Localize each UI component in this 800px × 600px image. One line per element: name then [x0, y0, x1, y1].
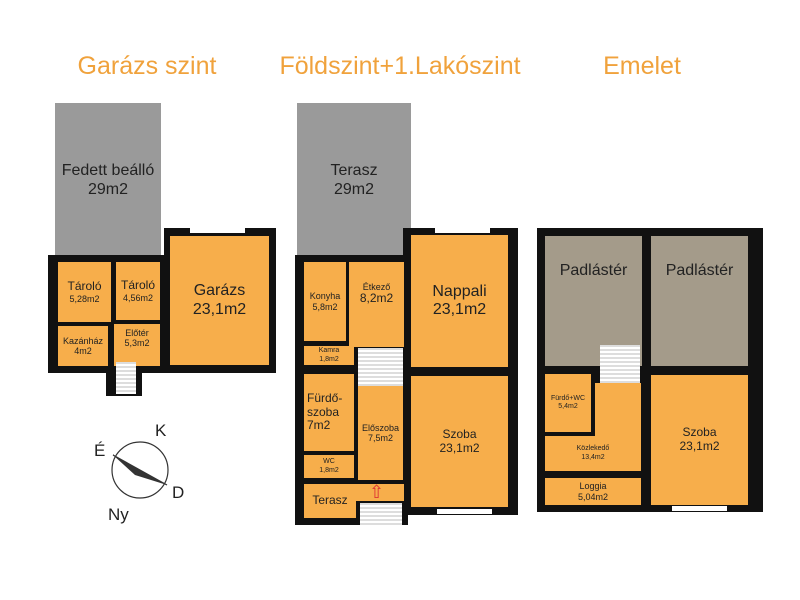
dining: Étkező 8,2m2 — [349, 262, 404, 347]
terrace-top: Terasz 29m2 — [297, 103, 411, 258]
room-area: 4m2 — [74, 346, 92, 356]
room-name: Fürdő- — [307, 390, 343, 405]
window — [435, 228, 490, 233]
room-area: 29m2 — [333, 180, 375, 198]
room-area: 1,8m2 — [319, 355, 339, 363]
room-area: 7m2 — [307, 418, 331, 433]
loggia: Loggia 5,04m2 — [545, 478, 641, 505]
room-name: Terasz — [330, 162, 378, 180]
bathroom-wc: Fürdő+WC 5,4m2 — [545, 374, 591, 432]
room-name: Padlástér — [665, 262, 734, 279]
room-name: Előszoba — [361, 422, 400, 433]
room-name: Loggia — [579, 481, 607, 492]
compass-rose-icon — [111, 441, 169, 499]
corridor: Közlekedő 13,4m2 — [545, 436, 641, 471]
room-area: 7,5m2 — [367, 433, 393, 443]
room-area: 5,28m2 — [69, 293, 100, 304]
storage-room-2: Tároló 4,56m2 — [116, 262, 160, 320]
window — [437, 509, 492, 514]
room-name: WC — [323, 458, 335, 466]
compass-west: É — [94, 441, 106, 460]
title-garage-level: Garázs szint — [77, 52, 217, 80]
room-name: Étkező — [362, 282, 391, 292]
room-name: Előtér — [125, 328, 149, 338]
room-area: 23,1m2 — [439, 440, 480, 455]
hall: Előtér 5,3m2 — [114, 324, 160, 366]
title-ground-level: Földszint+1.Lakószint — [279, 52, 521, 80]
room-name: Nappali — [432, 282, 487, 300]
room-name: szoba — [307, 404, 340, 419]
stairs — [358, 348, 403, 386]
garage: Garázs 23,1m2 — [170, 236, 269, 365]
entrance-arrow-icon: ⇧ — [369, 482, 385, 502]
compass-east: D — [172, 483, 185, 502]
compass-south: Ny — [108, 505, 129, 524]
attic-2: Padlástér — [651, 236, 748, 366]
stairs — [116, 362, 136, 394]
room-area: 29m2 — [87, 180, 129, 198]
room-area: 4,56m2 — [122, 292, 154, 303]
room-name: Fedett beálló — [61, 162, 155, 180]
bedroom: Szoba 23,1m2 — [411, 376, 508, 507]
room-area: 13,4m2 — [581, 453, 605, 461]
room-name: Szoba — [682, 425, 717, 440]
room-name: Padlástér — [559, 262, 628, 279]
terrace-bottom-label: Terasz — [304, 484, 356, 518]
window — [672, 506, 727, 511]
storage-room-1: Tároló 5,28m2 — [58, 262, 111, 322]
room-area: 23,1m2 — [192, 300, 247, 318]
boiler-room: Kazánház 4m2 — [58, 326, 108, 366]
room-name: Szoba — [442, 426, 477, 441]
bathroom: Fürdő- szoba 7m2 — [304, 374, 354, 451]
attic-1: Padlástér — [545, 236, 642, 366]
room-name: Kamra — [318, 347, 340, 355]
room-area: 5,3m2 — [124, 338, 150, 349]
room-area: 23,1m2 — [679, 439, 720, 453]
room-area: 5,4m2 — [558, 403, 578, 410]
stairs — [600, 345, 640, 383]
corridor-upper — [595, 383, 641, 437]
room-area: 5,8m2 — [312, 301, 338, 312]
pantry: Kamra 1,8m2 — [304, 346, 354, 365]
covered-parking: Fedett beálló 29m2 — [55, 103, 161, 258]
garage-door — [190, 228, 245, 233]
room-area: 5,04m2 — [577, 491, 609, 502]
room-name: Garázs — [193, 282, 246, 300]
compass-north: K — [155, 421, 167, 440]
title-upper-level: Emelet — [603, 52, 681, 80]
room-name: Kazánház — [62, 335, 104, 346]
room-name: Tároló — [120, 277, 155, 292]
entrance-stairs — [360, 503, 402, 525]
room-name: Fürdő+WC — [550, 394, 586, 402]
kitchen: Konyha 5,8m2 — [304, 262, 346, 341]
bedroom: Szoba 23,1m2 — [651, 375, 748, 505]
room-area: 8,2m2 — [359, 291, 394, 306]
room-name: Közlekedő — [576, 445, 610, 453]
room-area: 1,8m2 — [319, 466, 339, 474]
entry-hall: Előszoba 7,5m2 — [358, 386, 403, 480]
room-name: Terasz — [312, 493, 348, 508]
wc: WC 1,8m2 — [304, 455, 354, 478]
room-name: Konyha — [309, 291, 341, 302]
room-name: Tároló — [67, 278, 102, 293]
room-area: 23,1m2 — [432, 301, 487, 318]
living-room: Nappali 23,1m2 — [411, 235, 508, 367]
